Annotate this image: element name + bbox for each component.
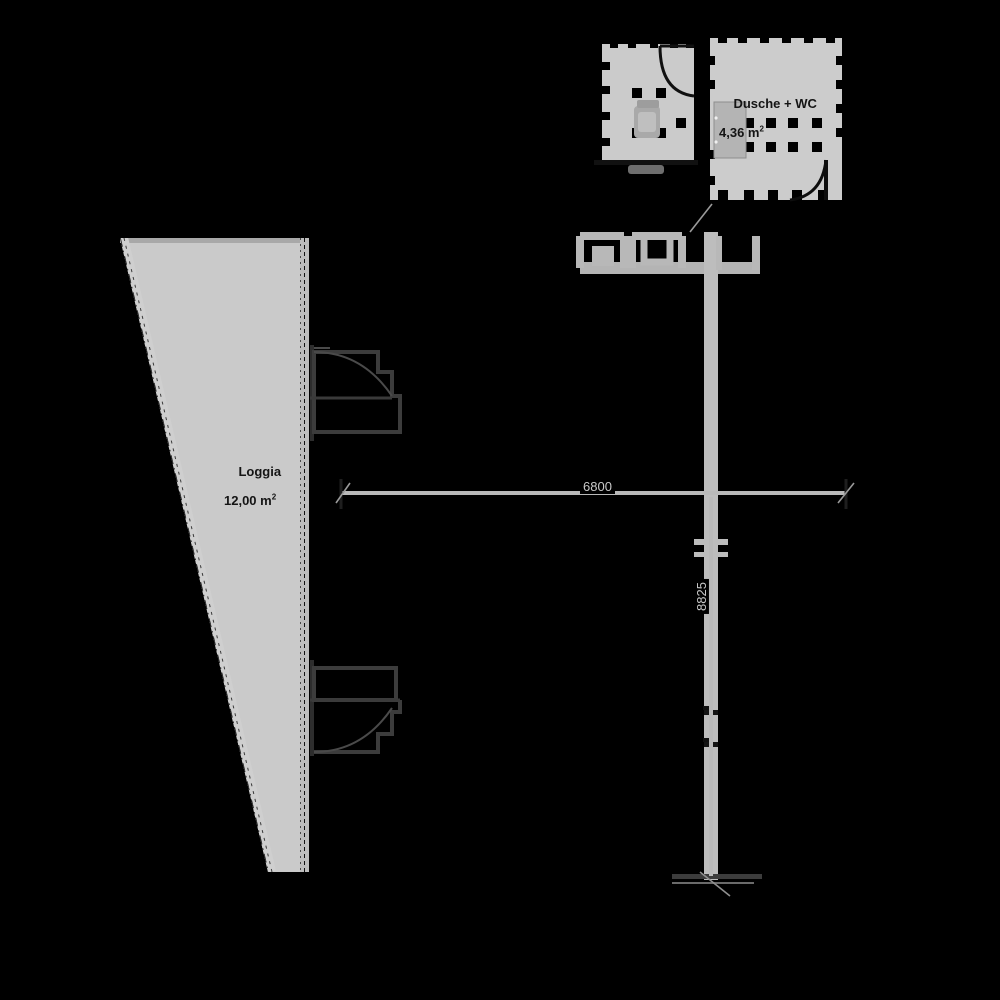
bottom-leader-line [699,871,731,897]
loggia-wall-top [120,238,304,243]
niche-right [628,232,686,268]
shower-tray-fixture [713,101,747,159]
door-loggia-upper[interactable] [310,345,402,441]
loggia-floor [120,238,304,872]
loggia-diagonal-hatch [120,238,276,872]
niche-left [576,232,628,268]
room-leader-line [689,203,713,233]
loggia-wall-right [300,238,309,872]
wet-room-left[interactable] [594,40,698,174]
dusche-wc-tiles [706,34,845,200]
door-wc-bottom-right[interactable] [789,159,828,202]
door-wc-top-left[interactable] [658,44,695,98]
dusche-wc-room[interactable] [689,34,845,233]
wall-structure[interactable] [576,232,762,897]
dimension-horizontal-6800[interactable] [335,479,855,509]
loggia-room[interactable] [120,238,309,872]
door-loggia-lower[interactable] [310,660,402,756]
wc-toilet-fixture [634,100,660,138]
